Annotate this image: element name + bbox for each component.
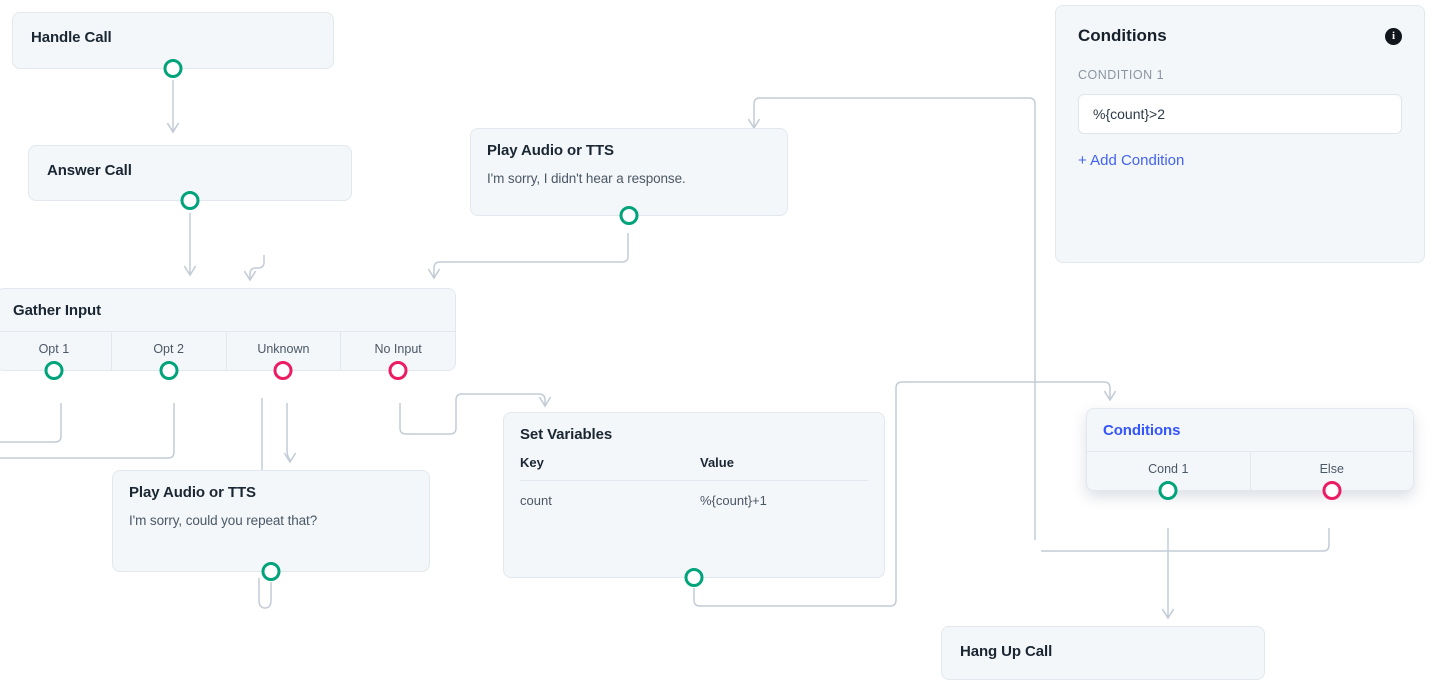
node-gather-input[interactable]: Gather Input Opt 1 Opt 2 Unknown No Inpu… — [0, 288, 456, 380]
port-label: Opt 2 — [153, 342, 184, 356]
panel-header: Conditions i — [1056, 6, 1424, 52]
port-opt-1[interactable]: Opt 1 — [0, 332, 112, 380]
column-header-value: Value — [700, 455, 734, 470]
condition-input[interactable]: %{count}>2 — [1078, 94, 1402, 134]
output-port-error[interactable] — [273, 361, 293, 380]
panel-title: Conditions — [1078, 26, 1167, 45]
node-title: Play Audio or TTS — [129, 484, 256, 501]
cell-value: %{count}+1 — [700, 493, 767, 508]
port-else[interactable]: Else — [1251, 452, 1414, 500]
port-opt-2[interactable]: Opt 2 — [112, 332, 227, 380]
port-cond-1[interactable]: Cond 1 — [1087, 452, 1251, 500]
port-label: Opt 1 — [38, 342, 70, 356]
port-row: Cond 1 Else — [1087, 451, 1414, 500]
node-subtitle: I'm sorry, I didn't hear a response. — [487, 171, 686, 186]
variables-table: Key Value count %{count}+1 — [504, 455, 884, 514]
output-port-success[interactable] — [159, 361, 179, 380]
node-subtitle: I'm sorry, could you repeat that? — [129, 513, 318, 528]
column-header-key: Key — [520, 455, 544, 470]
node-play-audio-repeat[interactable]: Play Audio or TTS I'm sorry, could you r… — [112, 470, 430, 581]
node-title: Hang Up Call — [960, 643, 1053, 660]
output-port-error[interactable] — [388, 361, 408, 380]
port-label: Else — [1319, 462, 1344, 476]
node-set-variables[interactable]: Set Variables Key Value count %{count}+1 — [503, 412, 885, 587]
conditions-properties-panel: Conditions i CONDITION 1 %{count}>2 + Ad… — [1055, 5, 1425, 263]
node-handle-call[interactable]: Handle Call — [12, 12, 334, 78]
output-port-success[interactable] — [1158, 481, 1178, 500]
output-port-success[interactable] — [163, 59, 183, 78]
add-condition-link[interactable]: + Add Condition — [1078, 152, 1185, 169]
node-title: Conditions — [1103, 422, 1181, 439]
port-label: No Input — [374, 342, 422, 356]
node-title: Handle Call — [31, 29, 112, 46]
condition-label: CONDITION 1 — [1078, 68, 1165, 82]
output-port-success[interactable] — [261, 562, 281, 581]
node-title: Set Variables — [520, 426, 613, 443]
cell-key: count — [520, 493, 552, 508]
info-icon[interactable]: i — [1385, 27, 1402, 45]
node-answer-call[interactable]: Answer Call — [28, 145, 352, 210]
table-header-row: Key Value — [520, 455, 868, 480]
output-port-error[interactable] — [1322, 481, 1342, 500]
node-conditions[interactable]: Conditions Cond 1 Else — [1086, 408, 1414, 500]
port-unknown[interactable]: Unknown — [227, 332, 342, 380]
node-hang-up-call[interactable]: Hang Up Call — [941, 626, 1265, 680]
port-row: Opt 1 Opt 2 Unknown No Input — [0, 331, 455, 380]
output-port-success[interactable] — [180, 191, 200, 210]
node-play-audio-no-response[interactable]: Play Audio or TTS I'm sorry, I didn't he… — [470, 128, 788, 225]
node-title: Answer Call — [47, 162, 132, 179]
output-port-success[interactable] — [684, 568, 704, 587]
output-port-success[interactable] — [44, 361, 64, 380]
node-title: Play Audio or TTS — [487, 142, 614, 159]
table-row: count %{count}+1 — [520, 480, 868, 508]
output-port-success[interactable] — [619, 206, 639, 225]
port-label: Unknown — [257, 342, 310, 356]
port-label: Cond 1 — [1148, 462, 1189, 476]
port-no-input[interactable]: No Input — [341, 332, 455, 380]
node-title: Gather Input — [13, 302, 101, 319]
